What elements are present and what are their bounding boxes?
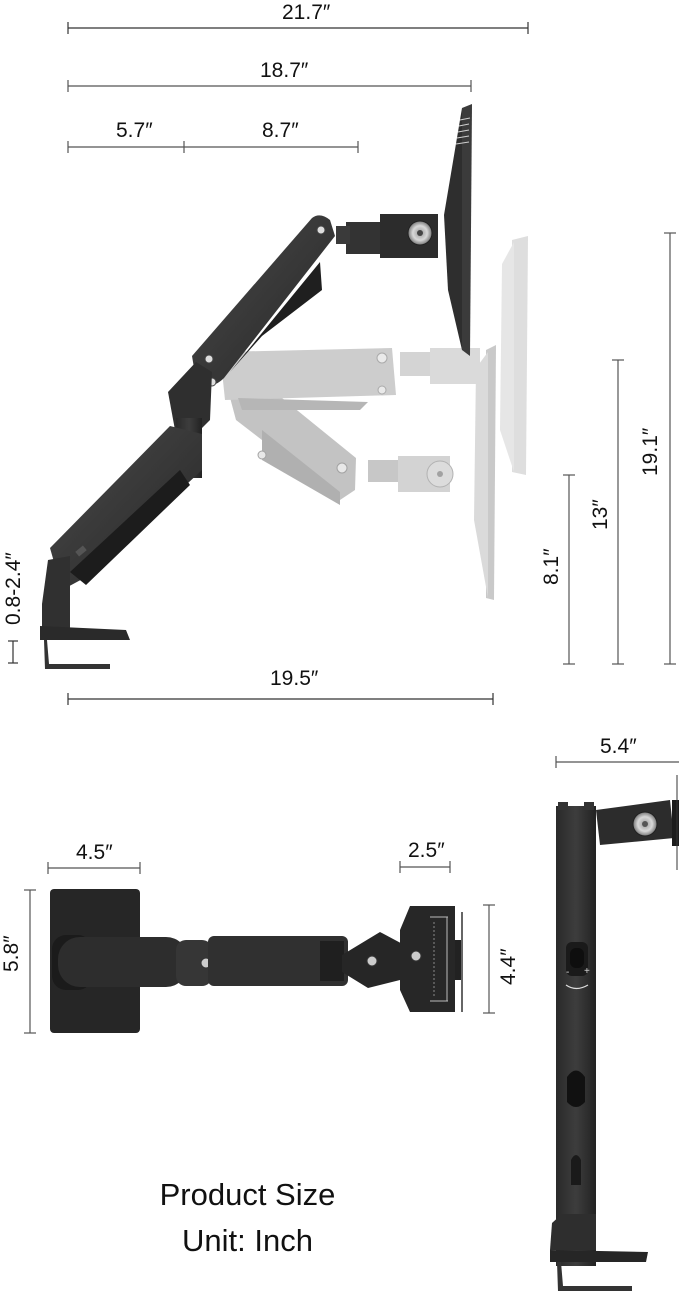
dimension-front-head: [555, 756, 679, 768]
base-plate-height-label: 5.8″: [0, 935, 23, 972]
unit-label: Unit: Inch: [182, 1223, 313, 1258]
base-depth-label: 19.5″: [270, 667, 319, 690]
height-high-label: 19.1″: [639, 427, 662, 476]
dimension-total-reach: [67, 22, 529, 34]
dimension-arm-segments: [67, 141, 359, 153]
monitor-arm-front-view: [550, 775, 679, 1291]
dimension-clamp: [8, 640, 18, 664]
dimension-top-view: [24, 861, 495, 1034]
vesa-height-label: 4.4″: [497, 948, 520, 985]
clamp-range-label: 0.8-2.4″: [2, 552, 25, 625]
segment-2-label: 8.7″: [262, 119, 299, 142]
monitor-arm-top-view: [50, 889, 463, 1033]
monitor-arm-side-view: [40, 104, 472, 669]
arm-reach-label: 18.7″: [260, 59, 309, 82]
product-size-title: Product Size: [159, 1177, 336, 1212]
total-reach-label: 21.7″: [282, 1, 331, 24]
tension-plus: +: [584, 966, 590, 977]
dimension-arm-reach: [67, 80, 472, 92]
height-mid-label: 13″: [589, 499, 612, 530]
ghost-arm-middle: [220, 236, 528, 475]
tension-minus: -: [566, 967, 570, 978]
segment-1-label: 5.7″: [116, 119, 153, 142]
base-plate-width-label: 4.5″: [76, 841, 113, 864]
head-width-label: 5.4″: [600, 735, 637, 758]
dimension-base-depth: [67, 693, 494, 705]
dimension-heights: [563, 232, 676, 665]
height-low-label: 8.1″: [540, 548, 563, 585]
vesa-depth-label: 2.5″: [408, 839, 445, 862]
